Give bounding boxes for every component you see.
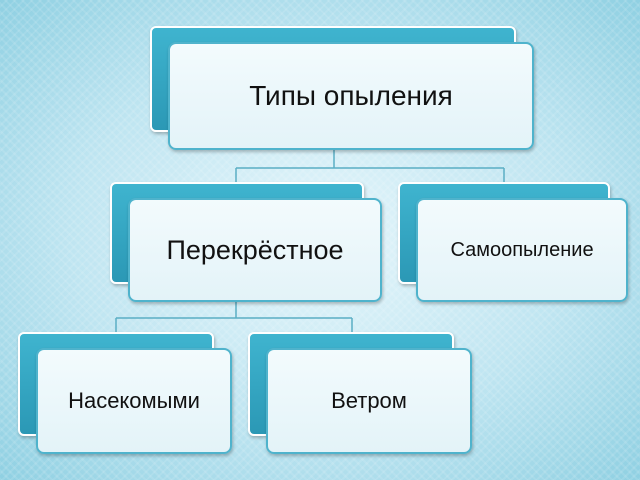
- node-vetrom-front: Ветром: [266, 348, 472, 454]
- node-perekrestnoe-front: Перекрёстное: [128, 198, 382, 302]
- node-vetrom: Ветром: [248, 332, 472, 454]
- node-root-label: Типы опыления: [249, 80, 453, 111]
- node-samoopylenie: Самоопыление: [398, 182, 628, 302]
- node-root-front: Типы опыления: [168, 42, 534, 150]
- node-samoopylenie-label: Самоопыление: [450, 238, 594, 261]
- node-vetrom-label: Ветром: [331, 388, 407, 413]
- node-nasekomymi-label: Насекомыми: [68, 388, 200, 413]
- node-perekrestnoe: Перекрёстное: [110, 182, 382, 302]
- node-nasekomymi-front: Насекомыми: [36, 348, 232, 454]
- node-perekrestnoe-label: Перекрёстное: [166, 234, 344, 265]
- node-nasekomymi: Насекомыми: [18, 332, 232, 454]
- node-root: Типы опыления: [150, 26, 534, 150]
- node-samoopylenie-front: Самоопыление: [416, 198, 628, 302]
